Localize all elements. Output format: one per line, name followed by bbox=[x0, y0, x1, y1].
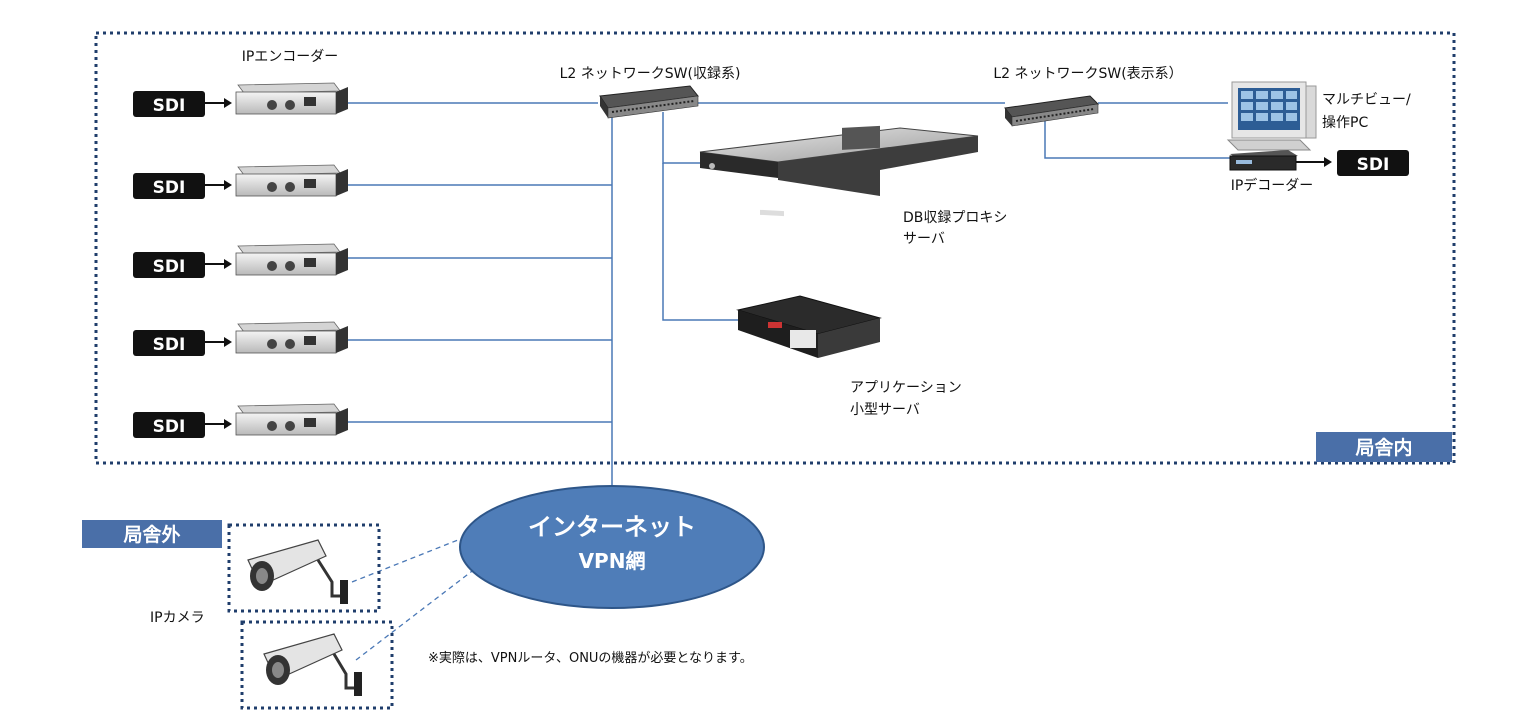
db-server-label-line2: サーバ bbox=[903, 231, 945, 247]
ip-decoder-icon bbox=[1229, 150, 1298, 171]
ip-camera-icon bbox=[263, 633, 362, 696]
sdi-label: SDI bbox=[153, 257, 186, 277]
l2-switch-display-icon bbox=[1004, 95, 1100, 127]
arrow-icon bbox=[224, 98, 232, 108]
ip-encoder-device bbox=[235, 403, 348, 436]
ip-encoder-label: IPエンコーダー bbox=[242, 49, 339, 65]
app-server-icon bbox=[736, 295, 882, 358]
ip-encoder-device bbox=[235, 321, 348, 354]
footnote: ※実際は、VPNルータ、ONUの機器が必要となります。 bbox=[428, 650, 753, 666]
arrow-icon bbox=[1324, 157, 1332, 167]
multiview-label-line2: 操作PC bbox=[1322, 115, 1368, 131]
arrow-icon bbox=[224, 337, 232, 347]
ip-encoder-device bbox=[235, 164, 348, 197]
sdi-label: SDI bbox=[153, 417, 186, 437]
sdi-badge bbox=[133, 173, 205, 199]
sdi-badge bbox=[133, 412, 205, 438]
encoder-row-2: SDI bbox=[133, 164, 348, 199]
multiview-pc-icon bbox=[1226, 81, 1317, 151]
l2-switch-recording-icon bbox=[599, 85, 699, 119]
ip-encoder-device bbox=[235, 243, 348, 276]
ip-decoder-label: IPデコーダー bbox=[1231, 177, 1314, 194]
sdi-badge bbox=[133, 91, 205, 117]
db-proxy-server-icon bbox=[699, 125, 979, 217]
arrow-icon bbox=[224, 259, 232, 269]
network-links bbox=[344, 102, 1230, 492]
db-server-label-line1: DB収録プロキシ bbox=[903, 210, 1007, 226]
arrow-icon bbox=[224, 419, 232, 429]
inside-zone-tag: 局舎内 bbox=[1316, 432, 1452, 462]
sdi-label: SDI bbox=[153, 178, 186, 198]
l2-switch-recording-label: L2 ネットワークSW(収録系) bbox=[560, 66, 741, 82]
encoder-row-3: SDI bbox=[133, 243, 348, 278]
camera-1-box bbox=[227, 523, 381, 613]
sdi-badge bbox=[133, 252, 205, 278]
ip-camera-label: IPカメラ bbox=[150, 610, 205, 626]
inside-zone-border bbox=[94, 31, 1456, 465]
ip-camera-icon bbox=[247, 539, 348, 604]
ip-encoder-device bbox=[235, 82, 348, 115]
multiview-label-line1: マルチビュー/ bbox=[1322, 92, 1411, 108]
encoder-row-1: SDI bbox=[133, 82, 348, 117]
encoder-row-4: SDI bbox=[133, 321, 348, 356]
vpn-label: VPN網 bbox=[579, 549, 646, 573]
l2-switch-display-label: L2 ネットワークSW(表示系） bbox=[993, 66, 1182, 82]
decoder-sdi-badge: SDI bbox=[1337, 150, 1409, 176]
outside-zone-tag: 局舎外 bbox=[82, 520, 222, 548]
vpn-links bbox=[351, 535, 481, 661]
sdi-label: SDI bbox=[153, 96, 186, 116]
internet-label: インターネット bbox=[528, 513, 696, 541]
inside-zone-label: 局舎内 bbox=[1355, 436, 1412, 459]
sdi-badge bbox=[133, 330, 205, 356]
camera-2-box bbox=[240, 620, 394, 710]
sdi-label: SDI bbox=[1357, 155, 1390, 175]
sdi-label: SDI bbox=[153, 335, 186, 355]
internet-vpn-cloud: インターネット VPN網 bbox=[459, 485, 765, 609]
arrow-icon bbox=[224, 180, 232, 190]
encoder-row-5: SDI bbox=[133, 403, 348, 438]
app-server-label-line1: アプリケーション bbox=[850, 380, 962, 396]
outside-zone-label: 局舎外 bbox=[123, 523, 180, 546]
app-server-label-line2: 小型サーバ bbox=[850, 402, 920, 418]
